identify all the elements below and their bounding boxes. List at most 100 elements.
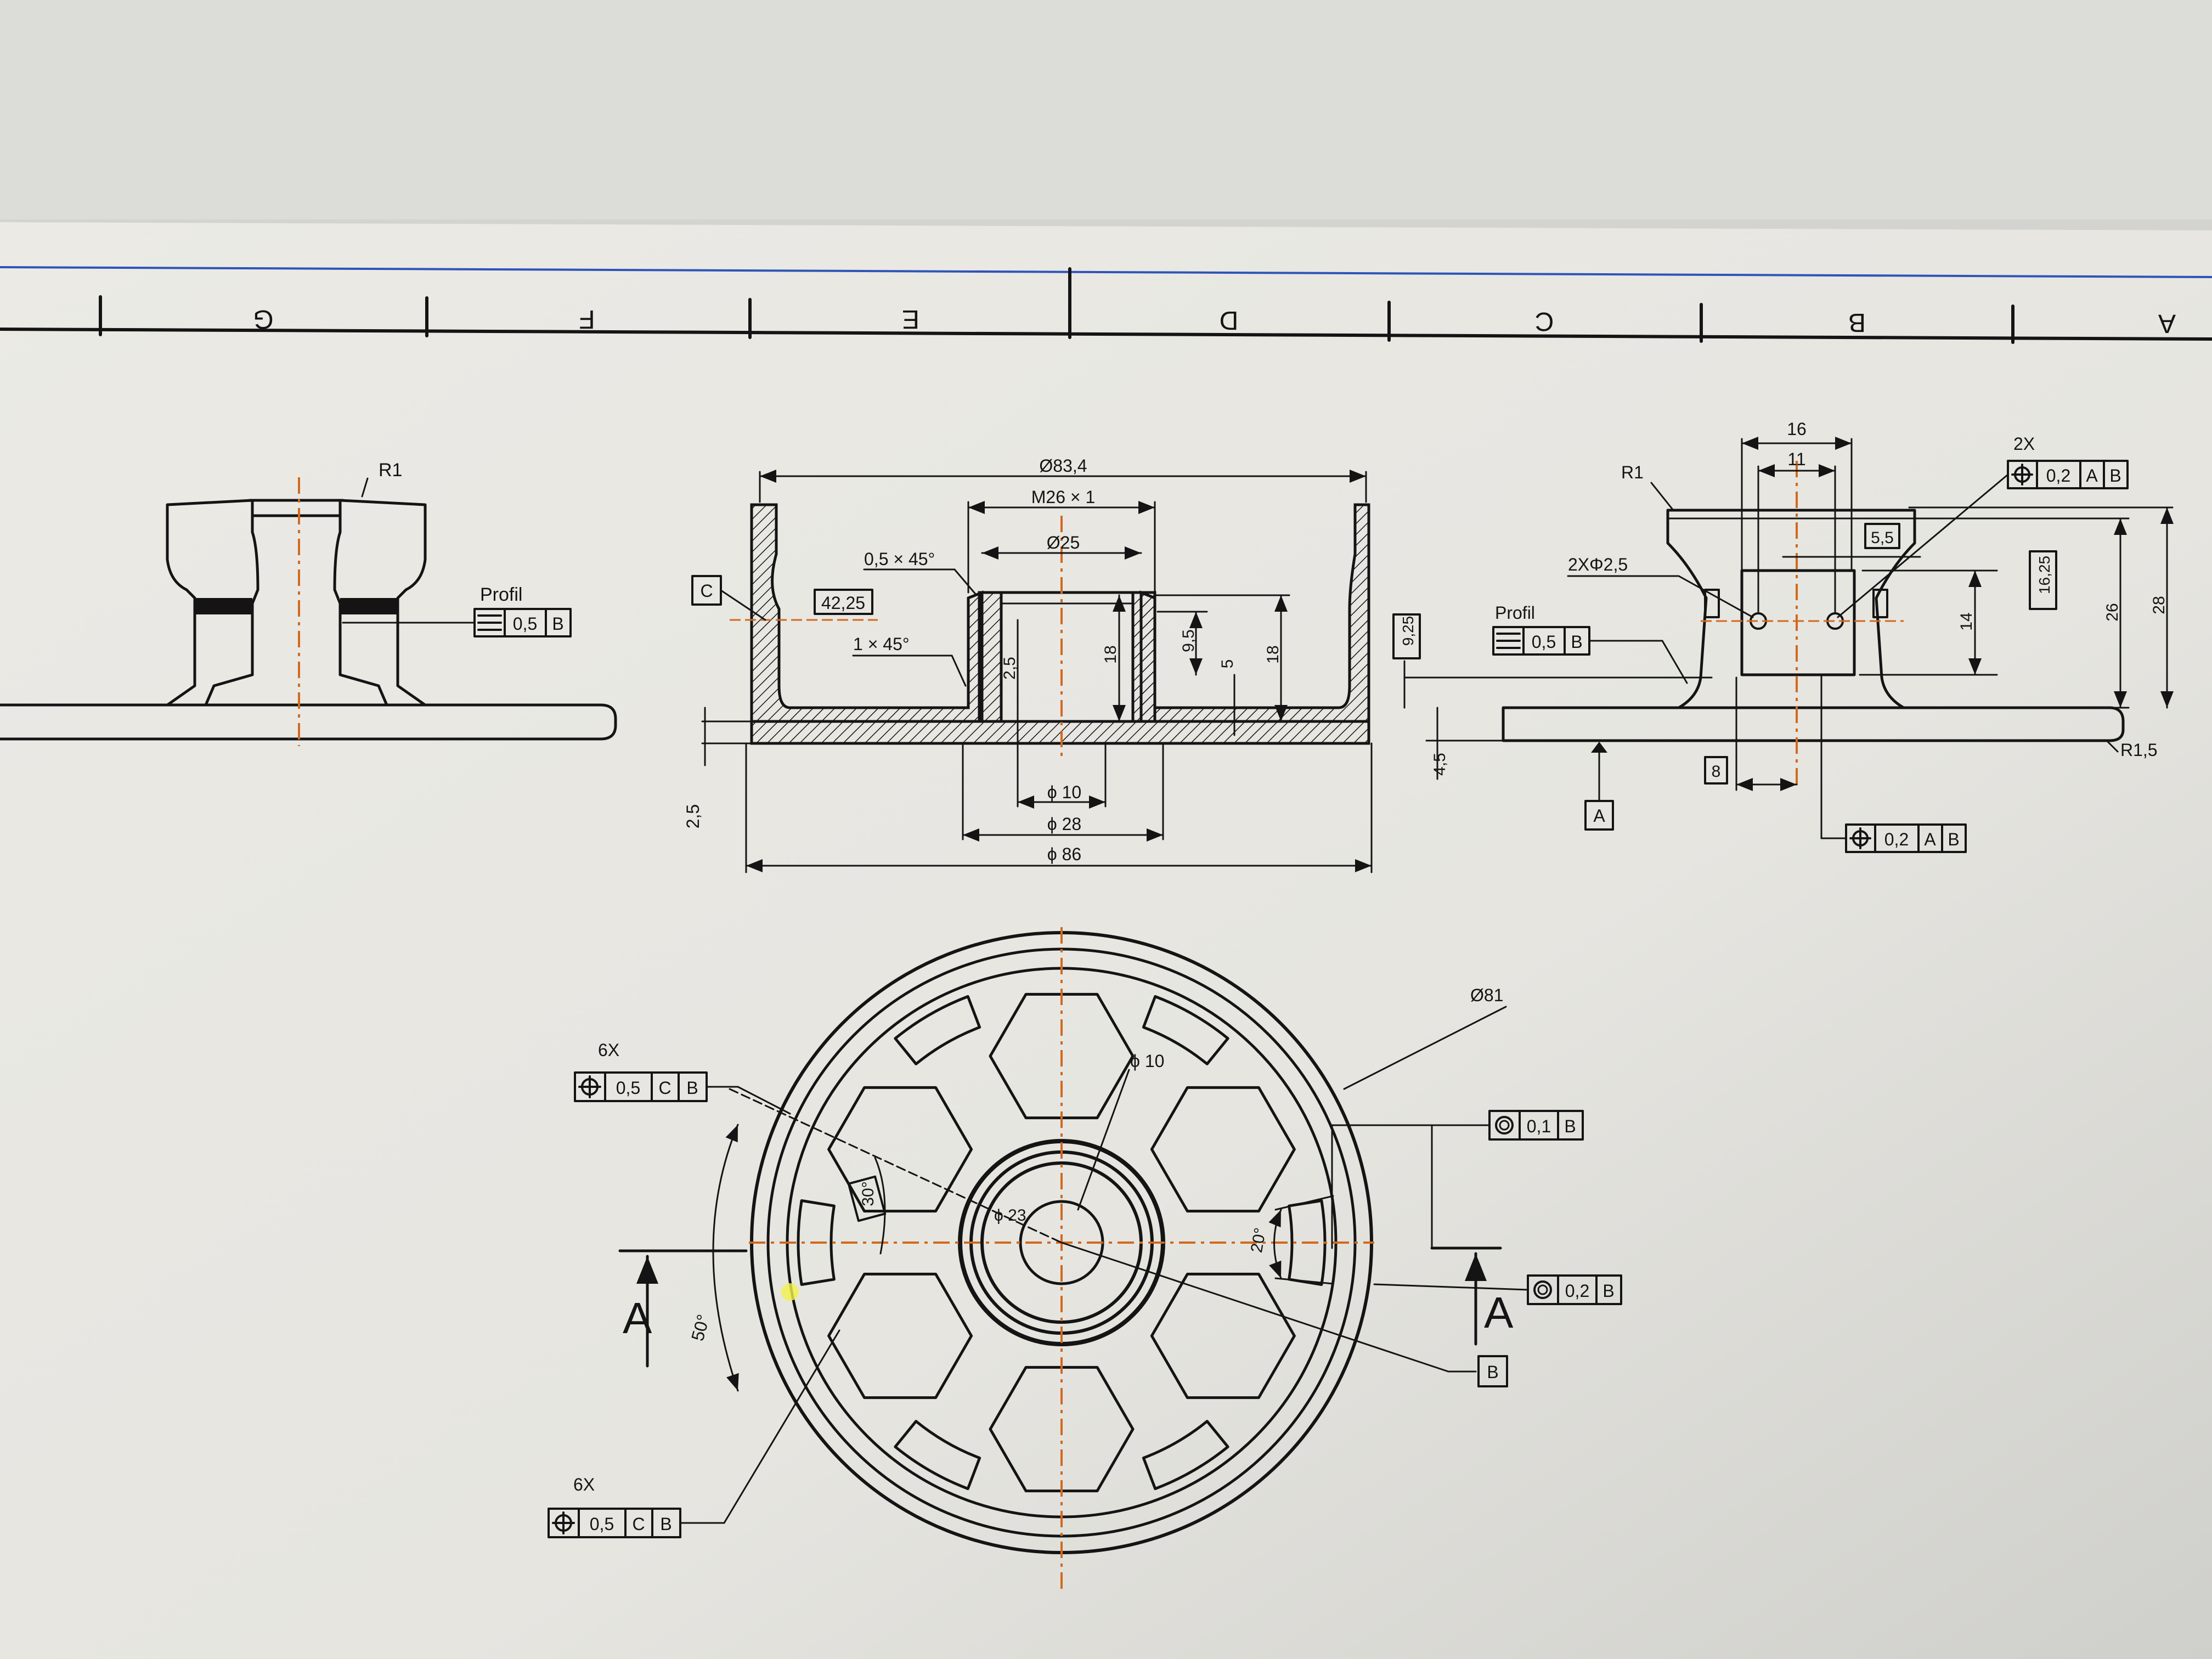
section-view: Ø83,4 M26 × 1 Ø25 0,5 × 45° 42,25 C 1 × …	[683, 456, 1373, 873]
qty-6x-top: 6X	[598, 1040, 619, 1060]
fcf-position-top: 0,2 A B	[1837, 460, 2129, 618]
zone-label-b: B	[1848, 308, 1866, 337]
left-profile-label: Profil	[480, 584, 522, 605]
svg-text:0,2: 0,2	[1884, 830, 1909, 849]
basic-42-25: 42,25	[814, 589, 873, 615]
svg-text:C: C	[658, 1078, 671, 1098]
datum-b: B	[1447, 1355, 1508, 1387]
hex-pocket	[827, 1272, 973, 1400]
rim-slot	[894, 995, 981, 1065]
svg-text:A: A	[2086, 466, 2098, 486]
dim-16: 16	[1787, 419, 1807, 439]
fcf-6x-bottom: 0,5 C B	[548, 1329, 840, 1538]
dim-phi86: ϕ 86	[1047, 844, 1081, 864]
right-side-view: 16 11 R1 2X 0,2 A B 5,5 2XΦ2,5 Profil	[1392, 419, 2174, 853]
right-radius-r1: R1	[1621, 462, 1644, 482]
svg-text:30°: 30°	[859, 1181, 877, 1206]
section-a-right: A	[1484, 1288, 1514, 1337]
svg-text:0,2: 0,2	[2046, 466, 2070, 486]
dim-phi10-front: ϕ 10	[1130, 1051, 1164, 1071]
left-profile-fcf: 0,5 B	[473, 608, 572, 637]
zone-label-a: A	[2158, 309, 2176, 338]
left-profile-datum: B	[552, 614, 563, 634]
right-profile-label: Profil	[1495, 603, 1535, 623]
hex-pocket	[989, 1365, 1135, 1493]
dim-phi10-section: ϕ 10	[1047, 782, 1081, 802]
svg-text:B: B	[1564, 1116, 1576, 1136]
dim-18-b: 18	[1264, 645, 1282, 663]
paper-sheet	[0, 222, 2212, 1659]
basic-5-5: 5,5	[1864, 523, 1900, 549]
dim-11: 11	[1787, 449, 1805, 469]
svg-text:B: B	[686, 1078, 698, 1098]
svg-text:B: B	[1948, 830, 1959, 849]
basic-9-25: 9,25	[1392, 613, 1421, 659]
svg-text:5,5: 5,5	[1871, 529, 1894, 547]
svg-text:B: B	[1571, 632, 1582, 652]
dim-thread: M26 × 1	[1031, 487, 1096, 507]
qty-2x: 2X	[2013, 434, 2035, 454]
dim-9-5: 9,5	[1180, 629, 1198, 652]
zone-label-c: C	[1535, 307, 1554, 336]
dim-2-5-outer: 2,5	[683, 804, 703, 828]
svg-text:16,25: 16,25	[2036, 556, 2053, 594]
svg-text:0,5: 0,5	[590, 1514, 614, 1534]
dim-outer-top: Ø83,4	[1039, 456, 1087, 476]
svg-text:B: B	[660, 1514, 672, 1534]
section-a-left: A	[623, 1294, 652, 1342]
svg-text:B: B	[2109, 466, 2121, 486]
radius-r1-5: R1,5	[2120, 740, 2158, 760]
zone-label-e: E	[902, 304, 919, 334]
hex-pocket	[1150, 1086, 1296, 1213]
fcf-position-bottom: 0,2 A B	[1820, 674, 1967, 853]
dim-26: 26	[2103, 603, 2121, 621]
svg-text:0,5: 0,5	[616, 1078, 640, 1098]
hexagon-pockets	[827, 992, 1296, 1493]
fcf-6x-top: 0,5 C B	[574, 1071, 791, 1115]
zone-label-d: D	[1220, 306, 1239, 335]
svg-text:C: C	[700, 581, 713, 601]
dim-phi28: ϕ 28	[1047, 814, 1081, 834]
angle-20: 20°	[1248, 1226, 1269, 1254]
rim-slot	[1142, 995, 1229, 1065]
basic-30deg: 30°	[847, 1175, 887, 1222]
rim-slot	[1142, 1420, 1229, 1491]
svg-text:C: C	[632, 1514, 645, 1534]
dim-18-a: 18	[1102, 645, 1120, 663]
svg-text:9,25: 9,25	[1400, 616, 1417, 646]
svg-text:A: A	[1593, 806, 1605, 826]
right-profile-fcf: 0,5 B	[1492, 626, 1688, 684]
hex-pocket	[827, 1086, 973, 1213]
zone-frame: G F E D C B A	[0, 266, 2212, 344]
qty-6x-bottom: 6X	[573, 1475, 595, 1494]
datum-a: A	[1584, 742, 1614, 831]
hex-pocket	[1150, 1272, 1296, 1400]
fcf-concentricity-top: 0,1 B	[1331, 1110, 1584, 1249]
dim-5: 5	[1218, 659, 1237, 669]
hole-note: 2XΦ2,5	[1568, 555, 1628, 574]
dim-phi23: ϕ 23	[994, 1206, 1026, 1224]
datum-c: C	[691, 575, 766, 621]
dim-phi81: Ø81	[1470, 985, 1503, 1005]
dim-28: 28	[2150, 596, 2168, 614]
left-side-view: R1 Profil 0,5 B	[0, 460, 617, 746]
svg-text:A: A	[1924, 830, 1936, 849]
hex-pocket	[989, 992, 1135, 1120]
left-profile-tolerance: 0,5	[513, 614, 537, 634]
svg-text:B: B	[1602, 1281, 1614, 1301]
dim-chamfer-bottom: 1 × 45°	[853, 634, 910, 654]
svg-text:8: 8	[1712, 763, 1721, 781]
svg-text:42,25: 42,25	[821, 593, 865, 613]
dim-14: 14	[1957, 612, 1976, 630]
basic-8: 8	[1704, 756, 1728, 785]
dim-bore: Ø25	[1047, 533, 1080, 552]
front-view: A A Ø81 ϕ 10 ϕ 23 6X 0,5 C B	[548, 927, 1622, 1591]
highlighter-mark	[781, 1283, 799, 1301]
zone-label-f: F	[579, 304, 595, 334]
dim-4-5: 4,5	[1431, 753, 1449, 776]
fcf-concentricity-bottom: 0,2 B	[1373, 1274, 1622, 1305]
svg-text:B: B	[1487, 1362, 1498, 1382]
svg-text:0,5: 0,5	[1532, 632, 1556, 652]
